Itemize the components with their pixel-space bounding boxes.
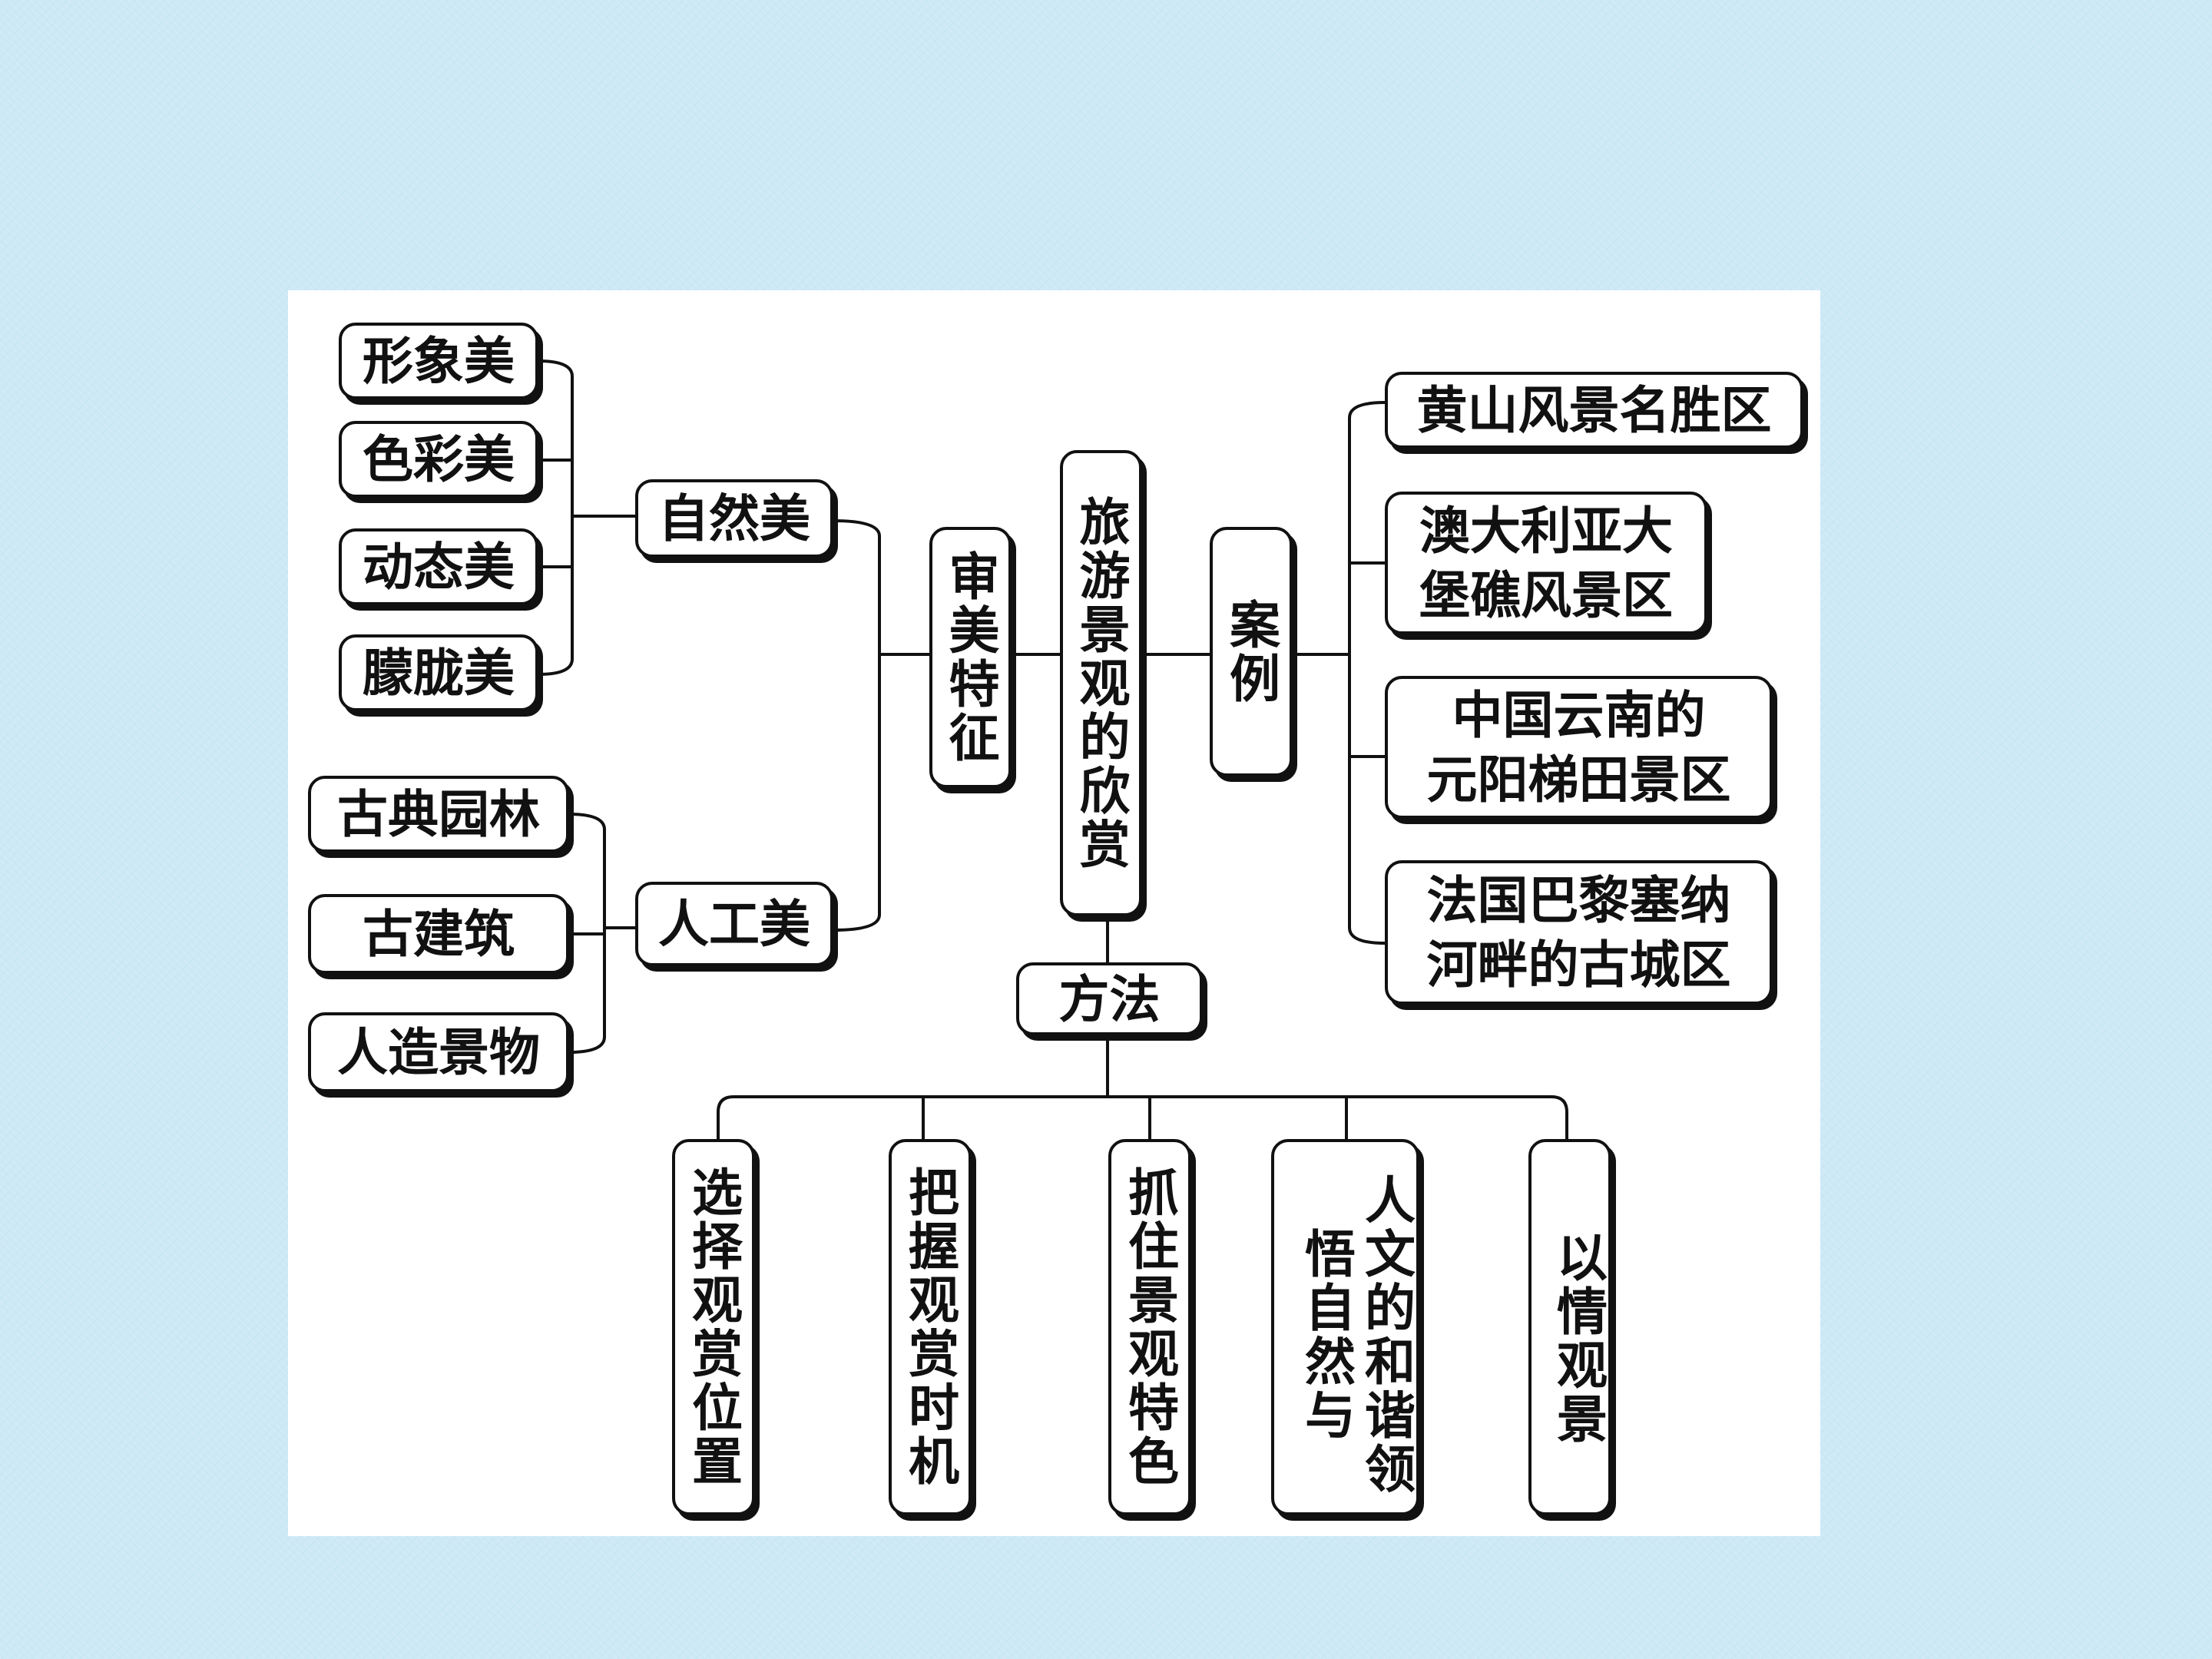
connector-aesthetic-group xyxy=(833,519,881,932)
case-item-3: 中国云南的 元阳梯田景区 xyxy=(1385,676,1773,819)
methods-node: 方法 xyxy=(1016,962,1203,1035)
case-item-3-line-1: 中国云南的 xyxy=(1452,685,1706,745)
case-item-1: 黄山风景名胜区 xyxy=(1385,372,1803,449)
case-item-3-line-2: 元阳梯田景区 xyxy=(1426,750,1731,810)
case-item-4-line-1: 法国巴黎塞纳 xyxy=(1426,870,1731,930)
method-item-3: 抓住景观特色 xyxy=(1108,1139,1191,1515)
method-item-1: 选择观赏位置 xyxy=(672,1139,755,1515)
artificial-beauty-node: 人工美 xyxy=(635,882,833,966)
natural-item-3: 动态美 xyxy=(339,528,538,605)
natural-item-1: 形象美 xyxy=(339,323,538,399)
diagram-panel: 形象美 色彩美 动态美 朦胧美 古典园林 古建筑 人造景物 自然美 人工美 审美… xyxy=(288,290,1820,1536)
artificial-item-1: 古典园林 xyxy=(308,776,569,853)
center-node: 旅游景观的欣赏 xyxy=(1060,450,1142,916)
case-item-2-line-1: 澳大利亚大 xyxy=(1419,501,1673,561)
natural-beauty-node: 自然美 xyxy=(635,479,833,558)
connector-methods-group xyxy=(717,1095,1568,1139)
method-item-2: 把握观赏时机 xyxy=(889,1139,972,1515)
case-item-4-line-2: 河畔的古城区 xyxy=(1426,935,1731,995)
method-item-5: 以情观景 xyxy=(1528,1139,1611,1515)
cases-node: 案例 xyxy=(1210,527,1293,777)
connector-natural-group xyxy=(538,359,574,676)
case-item-4: 法国巴黎塞纳 河畔的古城区 xyxy=(1385,860,1773,1005)
connector-lines xyxy=(538,359,1568,1139)
aesthetic-features-node: 审美特征 xyxy=(929,527,1012,788)
case-item-2: 澳大利亚大 堡礁风景区 xyxy=(1385,492,1707,634)
natural-item-2: 色彩美 xyxy=(339,421,538,498)
case-item-1-line-1: 黄山风景名胜区 xyxy=(1416,380,1772,440)
connector-cases-group xyxy=(1348,401,1386,945)
method-item-4: 人文的和谐领悟自然与 xyxy=(1271,1139,1419,1515)
artificial-item-3: 人造景物 xyxy=(308,1012,569,1092)
case-item-2-line-2: 堡礁风景区 xyxy=(1419,565,1673,625)
natural-item-4: 朦胧美 xyxy=(339,634,538,711)
artificial-item-2: 古建筑 xyxy=(308,894,569,974)
